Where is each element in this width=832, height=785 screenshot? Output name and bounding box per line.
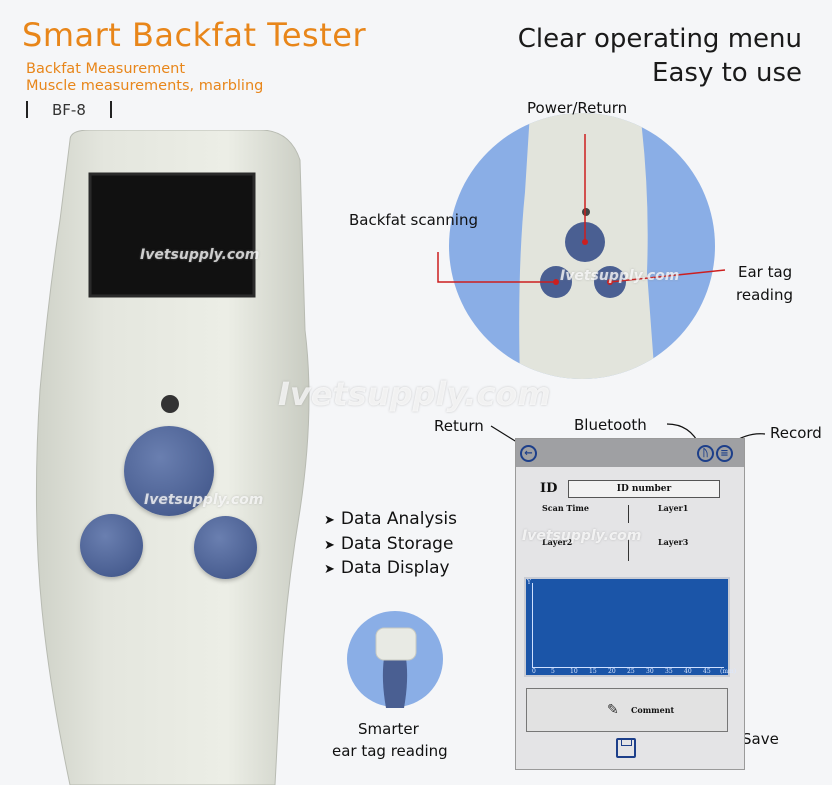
graph-tick-label: 15 — [589, 668, 597, 675]
graph-tick-label: 20 — [608, 668, 616, 675]
feature-item: ➤Data Display — [324, 558, 450, 578]
divider — [628, 505, 629, 523]
scan-time-label: Scan Time — [542, 503, 589, 513]
backfat-scanning-label: Backfat scanning — [349, 211, 479, 229]
graph-tick-label: 35 — [665, 668, 673, 675]
layer3-label: Layer3 — [658, 537, 689, 547]
probe-caption: Smarter — [358, 720, 419, 738]
bluetooth-icon[interactable]: ᚢ — [697, 445, 714, 462]
power-button[interactable] — [124, 426, 214, 516]
record-label: Record — [770, 424, 822, 442]
id-label: ID — [540, 481, 558, 496]
probe-caption-2: ear tag reading — [332, 742, 448, 760]
menu-list-icon[interactable]: ≡ — [716, 445, 733, 462]
divider — [109, 101, 112, 118]
save-label: Save — [742, 730, 779, 748]
graph-x-axis — [532, 667, 724, 668]
return-label: Return — [434, 417, 484, 435]
graph-tick-label: 25 — [627, 668, 635, 675]
divider — [26, 101, 28, 118]
headline-easy: Easy to use — [652, 58, 802, 88]
graph-tick-label: 45 — [703, 668, 711, 675]
floppy-shutter — [621, 740, 632, 746]
watermark: Ivetsupply.com — [560, 268, 680, 284]
graph-tick-label: 0 — [532, 668, 536, 675]
comment-box[interactable]: ✎ Comment — [526, 688, 728, 732]
pencil-icon: ✎ — [607, 702, 619, 718]
scan-graph: Y 0 5 10 15 20 25 30 35 40 45 (mm) — [524, 577, 736, 677]
graph-tick-label: 30 — [646, 668, 654, 675]
app-top-bar: ← ᚢ ≡ — [516, 439, 744, 467]
graph-tick-label: 40 — [684, 668, 692, 675]
ear-tag-label: Ear tag — [738, 263, 793, 281]
graph-ticks: 0 5 10 15 20 25 30 35 40 45 (mm) — [532, 668, 736, 676]
watermark: Ivetsupply.com — [522, 528, 642, 544]
subtitle-backfat: Backfat Measurement — [26, 61, 186, 77]
feature-text: Data Analysis — [340, 509, 457, 529]
save-floppy-icon[interactable] — [616, 738, 636, 758]
divider — [628, 539, 629, 561]
probe-image — [347, 611, 443, 708]
indicator-led — [161, 395, 179, 413]
feature-item: ➤Data Storage — [324, 534, 454, 554]
ear-tag-button[interactable] — [194, 516, 257, 579]
scan-button[interactable] — [80, 514, 143, 577]
feature-item: ➤Data Analysis — [324, 509, 457, 529]
power-return-label: Power/Return — [527, 99, 628, 117]
model-number: BF-8 — [52, 100, 86, 119]
bluetooth-label: Bluetooth — [574, 416, 647, 434]
back-arrow-icon[interactable]: ← — [520, 445, 537, 462]
button-zoom-image — [437, 113, 726, 379]
layer1-label: Layer1 — [658, 503, 689, 513]
graph-y-label: Y — [527, 579, 531, 586]
graph-tick-label: 5 — [551, 668, 555, 675]
watermark: Ivetsupply.com — [140, 247, 260, 263]
device-screen — [88, 172, 256, 298]
subtitle-muscle: Muscle measurements, marbling — [26, 78, 264, 94]
feature-text: Data Storage — [340, 534, 454, 554]
graph-tick-label: 10 — [570, 668, 578, 675]
graph-unit-label: (mm) — [720, 668, 737, 675]
watermark: Ivetsupply.com — [278, 375, 551, 413]
feature-text: Data Display — [340, 558, 450, 578]
app-screen: ← ᚢ ≡ ID ID number Scan Time Layer1 Laye… — [515, 438, 745, 770]
comment-label: Comment — [631, 705, 675, 715]
headline-menu: Clear operating menu — [517, 24, 802, 54]
id-number-field[interactable]: ID number — [568, 480, 720, 498]
model-label: BF-8 — [26, 100, 112, 119]
product-title: Smart Backfat Tester — [22, 16, 367, 54]
graph-y-axis — [532, 583, 533, 667]
watermark: Ivetsupply.com — [144, 492, 264, 508]
ear-tag-reading-label: reading — [736, 286, 793, 304]
layer2-label: Layer2 — [542, 537, 573, 547]
